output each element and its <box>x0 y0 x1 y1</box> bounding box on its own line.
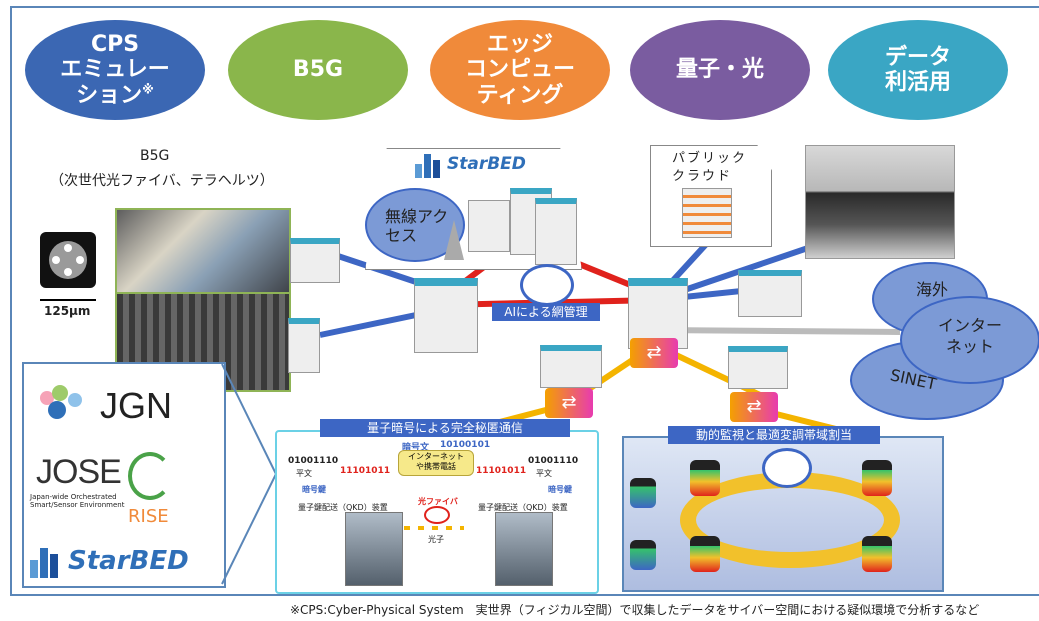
pill-b5g: B5G <box>228 20 408 120</box>
server-rack-edge-2 <box>728 346 788 389</box>
qkd-device-photo-right <box>495 512 553 586</box>
switch-icon-edge-2: ⇄ <box>730 392 778 422</box>
pill-edge-label: エッジ コンピュー ティング <box>464 32 575 108</box>
lab-photo-1 <box>115 208 291 294</box>
quantum-title-banner: 量子暗号による完全秘匿通信 <box>320 419 570 437</box>
starbed-cluster-label: StarBED <box>447 154 526 174</box>
public-cloud-servers <box>682 188 732 238</box>
fiber-coil-icon <box>424 506 450 524</box>
rise-logo-mark <box>128 452 172 500</box>
b5g-subtitle: （次世代光ファイバ、テラヘルツ） <box>50 173 274 189</box>
starbed-cluster-logo-bars <box>415 152 443 178</box>
quantum-plain-label-left: 平文 <box>296 469 312 478</box>
switch-icon-center: ⇄ <box>630 338 678 368</box>
switch-icon-edge-1: ⇄ <box>545 388 593 418</box>
quantum-ciphertext: 10100101 <box>440 440 491 450</box>
pill-quantum-optics: 量子・光 <box>630 20 810 120</box>
jgn-logo-mark <box>34 385 94 421</box>
brain-icon-monitoring <box>762 448 812 488</box>
pill-data-utilization: データ 利活用 <box>828 20 1008 120</box>
cloud-overseas-label: 海外 <box>916 280 949 299</box>
quantum-qkd-left: 量子鍵配送（QKD）装置 <box>298 503 388 512</box>
pill-b5g-label: B5G <box>292 57 344 83</box>
server-rack-left-1 <box>290 238 340 283</box>
b5g-title: B5G <box>140 148 170 164</box>
cloud-internet <box>900 296 1039 384</box>
footnote: ※CPS:Cyber-Physical System 実世界（フィジカル空間）で… <box>290 603 980 617</box>
rise-label: RISE <box>128 506 169 527</box>
fiber-cross-section <box>40 232 96 288</box>
starbed-panel-label: StarBED <box>68 546 189 576</box>
ai-network-banner: AIによる網管理 <box>492 303 600 321</box>
public-cloud-label: パブリック クラウド <box>672 151 748 184</box>
pill-data-label: データ 利活用 <box>884 44 951 95</box>
pill-cps-label: CPS エミュレー ション <box>60 32 170 108</box>
pill-cps-emulation: CPS エミュレー ション※ <box>25 20 205 120</box>
quantum-qkd-right: 量子鍵配送（QKD）装置 <box>478 503 568 512</box>
ai-network-label: AIによる網管理 <box>504 305 588 319</box>
qkd-device-photo-left <box>345 512 403 586</box>
quantum-key-right: 11101011 <box>476 466 527 476</box>
router-node-1 <box>690 460 720 496</box>
quantum-key-label-left: 暗号鍵 <box>302 485 326 494</box>
quantum-ciphertext-label: 暗号文 <box>402 443 430 453</box>
brain-icon <box>520 264 574 306</box>
quantum-title: 量子暗号による完全秘匿通信 <box>367 421 523 435</box>
wireless-access-label: 無線アクセス <box>385 207 449 246</box>
cloud-internet-label: インター ネット <box>937 316 1002 356</box>
monitoring-title: 動的監視と最適変調帯域割当 <box>695 428 852 442</box>
server-rack-edge-1 <box>540 345 602 388</box>
pill-cps-mark: ※ <box>142 82 154 97</box>
starbed-logo-bars <box>30 542 62 578</box>
quantum-key-left: 11101011 <box>340 466 391 476</box>
router-node-3 <box>690 536 720 572</box>
datacenter-photo <box>805 145 955 259</box>
quantum-fiber-label: 光ファイバ <box>418 497 458 506</box>
quantum-key-label-right: 暗号鍵 <box>548 485 572 494</box>
server-rack-starbed-3 <box>535 198 577 265</box>
scale-label: 125μm <box>44 304 91 318</box>
photon-dots <box>404 526 464 530</box>
antenna-icon <box>444 220 464 260</box>
quantum-plain-label-right: 平文 <box>536 469 552 478</box>
router-node-2 <box>862 460 892 496</box>
quantum-network-box: インターネット や携帯電話 <box>398 450 474 476</box>
quantum-network-label: インターネット や携帯電話 <box>408 452 464 471</box>
scale-arrow <box>40 299 96 301</box>
quantum-photon-label: 光子 <box>428 535 444 544</box>
server-rack-right <box>738 270 802 317</box>
jose-label: JOSE <box>36 453 122 491</box>
jgn-label: JGN <box>100 385 172 426</box>
quantum-plaintext-right: 01001110 <box>528 456 579 466</box>
quantum-plaintext-left: 01001110 <box>288 456 339 466</box>
pill-edge-computing: エッジ コンピュー ティング <box>430 20 610 120</box>
pill-quantum-label: 量子・光 <box>675 57 764 83</box>
server-rack-left-2 <box>288 318 320 373</box>
diagram-frame <box>10 6 1039 596</box>
server-rack-center-left <box>414 278 478 353</box>
router-node-5 <box>630 478 656 508</box>
jose-subtitle: Japan-wide Orchestrated Smart/Sensor Env… <box>30 493 125 510</box>
monitoring-title-banner: 動的監視と最適変調帯域割当 <box>668 426 880 444</box>
router-node-6 <box>630 540 656 570</box>
router-node-4 <box>862 536 892 572</box>
server-rack-starbed-1 <box>468 200 510 252</box>
